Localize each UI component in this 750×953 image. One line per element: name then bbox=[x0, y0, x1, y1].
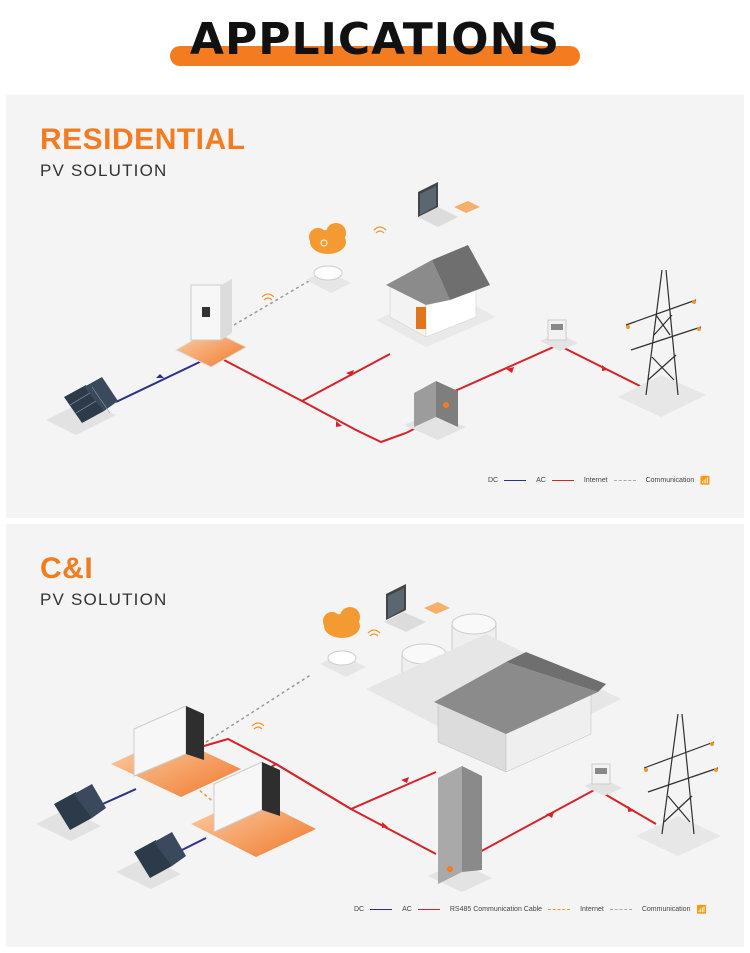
legend-ac: AC bbox=[536, 477, 574, 484]
factory-icon bbox=[366, 634, 621, 773]
legend-communication: Communication 📶 bbox=[642, 905, 707, 914]
legend-ac-label: AC bbox=[536, 477, 546, 484]
page-header: APPLICATIONS bbox=[0, 0, 750, 88]
wifi-icon bbox=[367, 629, 381, 637]
cloud-icon bbox=[323, 607, 360, 638]
legend-ac-line bbox=[417, 909, 440, 910]
legend-internet-line bbox=[613, 480, 636, 481]
distribution-box-icon bbox=[404, 381, 466, 440]
legend-internet-label: Internet bbox=[583, 477, 608, 484]
residential-legend: DC AC Internet Communication 📶 bbox=[488, 476, 720, 485]
legend-internet-line bbox=[609, 909, 632, 910]
inverter-icon bbox=[191, 761, 316, 857]
house-icon bbox=[376, 245, 496, 347]
solar-panel-icon bbox=[36, 784, 106, 841]
wifi-icon: 📶 bbox=[696, 905, 707, 914]
cabinet-icon bbox=[428, 766, 492, 892]
ac-arrows bbox=[336, 365, 608, 427]
legend-communication-label: Communication bbox=[645, 477, 695, 484]
meter-icon bbox=[540, 319, 578, 351]
router-icon bbox=[306, 265, 351, 293]
legend-dc-label: DC bbox=[488, 477, 499, 484]
legend-communication-label: Communication bbox=[641, 906, 691, 913]
legend-dc: DC bbox=[488, 477, 527, 484]
laptop-icon bbox=[384, 584, 426, 632]
legend-internet-label: Internet bbox=[580, 906, 604, 913]
residential-diagram bbox=[46, 182, 706, 444]
wifi-icon bbox=[261, 293, 275, 301]
transmission-tower-icon bbox=[618, 269, 706, 417]
solar-panel-icon bbox=[116, 832, 186, 889]
residential-panel: RESIDENTIAL PV SOLUTION DC AC Internet C… bbox=[6, 95, 744, 518]
legend-dc: DC bbox=[354, 906, 393, 913]
ci-title: C&I bbox=[40, 552, 94, 585]
dc-wire bbox=[115, 358, 207, 403]
ci-diagram bbox=[36, 584, 721, 892]
solar-panel-icon bbox=[46, 377, 118, 435]
legend-ac: AC bbox=[402, 906, 440, 913]
legend-ac-line bbox=[551, 480, 574, 481]
residential-subtitle: PV SOLUTION bbox=[40, 161, 168, 180]
ci-subtitle: PV SOLUTION bbox=[40, 590, 168, 609]
inverter-icon bbox=[111, 705, 241, 797]
page-title: APPLICATIONS bbox=[189, 14, 561, 65]
legend-dc-line bbox=[504, 480, 527, 481]
wifi-icon bbox=[373, 226, 387, 234]
ci-legend: DC AC RS485 Communication Cable Internet… bbox=[354, 905, 716, 914]
ac-arrows bbox=[382, 777, 634, 828]
legend-ac-label: AC bbox=[402, 906, 412, 913]
internet-wire bbox=[205, 673, 313, 743]
header-accent-bar bbox=[170, 46, 580, 66]
internet-wire bbox=[233, 277, 315, 326]
wifi-icon: 📶 bbox=[700, 476, 711, 485]
cloud-icon bbox=[309, 223, 346, 254]
legend-rs485-label: RS485 Communication Cable bbox=[449, 906, 543, 913]
transmission-tower-icon bbox=[636, 713, 721, 856]
legend-internet: Internet bbox=[580, 906, 632, 913]
legend-rs485-line bbox=[548, 909, 571, 910]
router-icon bbox=[320, 650, 366, 677]
ci-panel: C&I PV SOLUTION DC AC RS485 Communicatio… bbox=[6, 524, 744, 947]
legend-internet: Internet bbox=[584, 477, 636, 484]
residential-title: RESIDENTIAL bbox=[40, 123, 246, 156]
wifi-icon bbox=[251, 722, 265, 730]
phone-icon bbox=[424, 602, 450, 614]
legend-dc-label: DC bbox=[354, 906, 365, 913]
inverter-icon bbox=[174, 279, 248, 368]
legend-rs485: RS485 Communication Cable bbox=[449, 906, 571, 913]
meter-icon bbox=[584, 763, 622, 796]
phone-icon bbox=[454, 201, 480, 213]
legend-dc-line bbox=[370, 909, 393, 910]
laptop-icon bbox=[418, 182, 458, 227]
legend-communication: Communication 📶 bbox=[646, 476, 711, 485]
